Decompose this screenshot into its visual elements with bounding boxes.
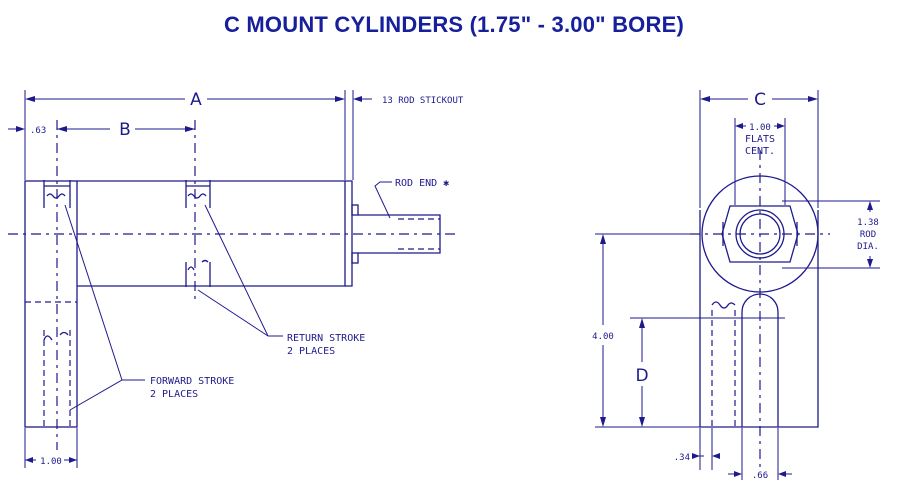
forward-port-top xyxy=(43,180,71,208)
flats-value: 1.00 xyxy=(749,123,771,133)
flats-cent-label: CENT. xyxy=(745,146,775,157)
rod-stickout-label: 13 ROD STICKOUT xyxy=(382,96,464,106)
end-view: C 1.00 FLATS CENT. 1.38 ROD DIA. 4.00 xyxy=(592,90,880,481)
return-port-top xyxy=(185,180,211,208)
return-stroke-places: 2 PLACES xyxy=(287,346,335,357)
dim-063-label: .63 xyxy=(30,126,46,136)
dim-034-label: .34 xyxy=(674,453,690,463)
side-view: A 13 ROD STICKOUT B .63 ROD END ✱ RETURN… xyxy=(8,90,464,468)
rod-end-label: ROD END ✱ xyxy=(395,178,449,189)
forward-stroke-places: 2 PLACES xyxy=(150,389,198,400)
forward-stroke-label: FORWARD STROKE xyxy=(150,376,234,387)
dim-a-label: A xyxy=(190,90,202,110)
rod-dia-value: 1.38 xyxy=(857,218,879,228)
dim-b-label: B xyxy=(119,120,131,140)
dim-066-label: .66 xyxy=(752,471,768,481)
page-title: C MOUNT CYLINDERS (1.75" - 3.00" BORE) xyxy=(224,12,684,37)
dim-100-label: 1.00 xyxy=(40,457,62,467)
mount-plate xyxy=(24,180,78,428)
cylinder-cap xyxy=(345,180,353,287)
dim-c-label: C xyxy=(754,90,766,110)
return-stroke-label: RETURN STROKE xyxy=(287,333,365,344)
dim-d-label: D xyxy=(635,366,648,386)
rod-dia-label: DIA. xyxy=(857,242,879,252)
return-port-bottom xyxy=(185,259,211,287)
flats-label: FLATS xyxy=(745,134,775,145)
mount-slot xyxy=(741,293,779,427)
forward-port-bottom xyxy=(43,330,71,427)
dim-400-label: 4.00 xyxy=(592,332,614,342)
rod-dia-rod: ROD xyxy=(860,230,876,240)
